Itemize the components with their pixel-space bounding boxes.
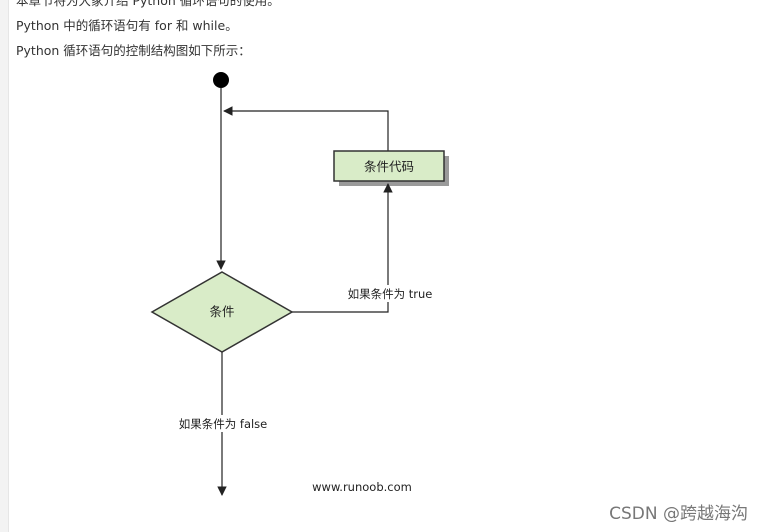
loop-back-arrow [223, 106, 389, 152]
false-label-bg [176, 415, 272, 432]
watermark: CSDN @跨越海沟 [609, 504, 748, 524]
source-url: www.runoob.com [312, 480, 412, 494]
true-path-arrow [292, 183, 393, 313]
code-box-label: 条件代码 [364, 159, 414, 174]
flowchart-caption: Python 循环语句的控制结构图如下所示： [16, 43, 251, 58]
false-label: 如果条件为 false [179, 417, 268, 431]
page-left-border [0, 0, 9, 532]
code-box [333, 150, 445, 182]
start-node [213, 72, 229, 88]
condition-label: 条件 [209, 304, 234, 319]
loop-statement-text: Python 中的循环语句有 for 和 while。 [16, 18, 238, 33]
true-label: 如果条件为 true [348, 287, 433, 301]
true-label-bg [346, 285, 436, 302]
intro-text: 本章节将为大家介绍 Python 循环语句的使用。 [16, 0, 280, 8]
